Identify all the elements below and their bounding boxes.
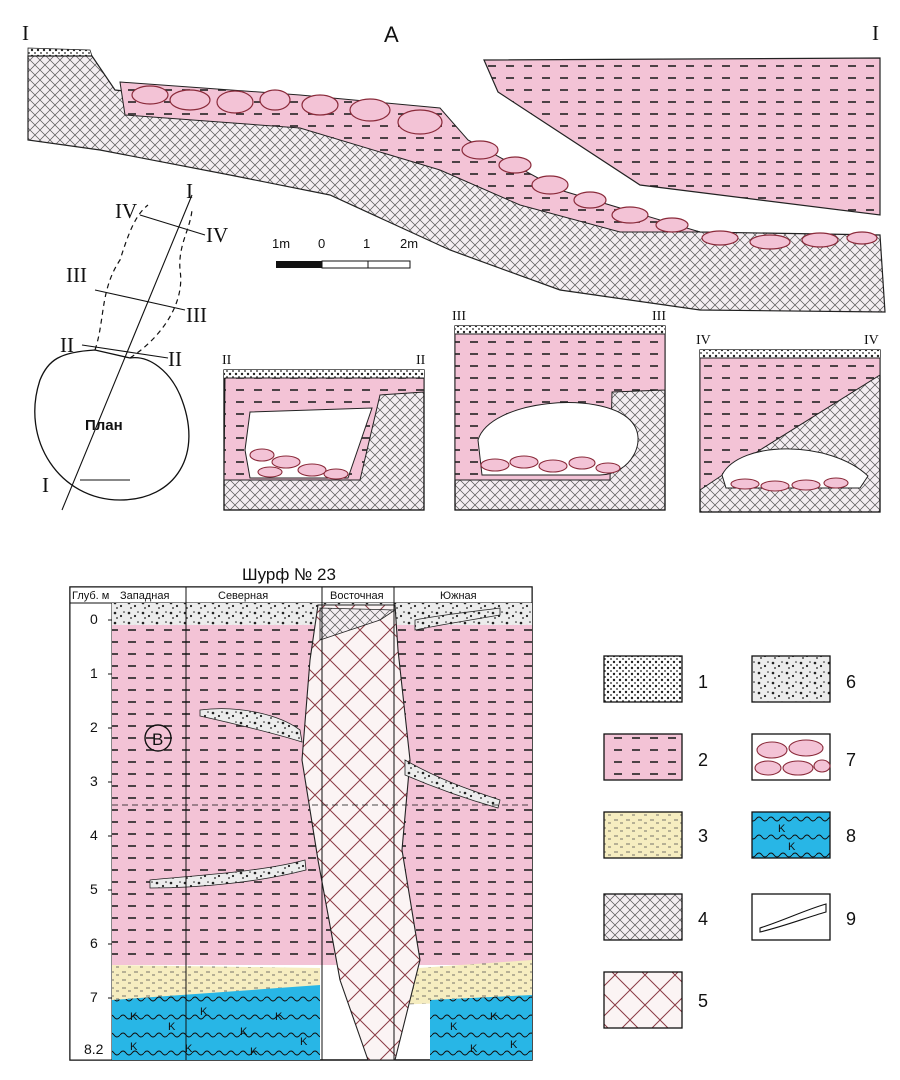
depth-7: 7 [90,989,98,1005]
legend-item-1: 1 [603,655,708,703]
profile-right-label: I [872,21,879,45]
legend-item-3: 3 [603,811,708,859]
legend-item-4: 4 [603,893,708,941]
surface-rubble [27,47,93,57]
svg-text:K: K [490,1011,498,1023]
svg-text:K: K [168,1021,176,1033]
wall-east: Восточная [330,590,384,602]
legend-glyph-8a: K [778,823,786,835]
plan-label-ii-right: II [168,347,182,371]
svg-text:K: K [130,1041,138,1053]
section-iii-right: III [652,309,666,324]
legend: 1 2 3 4 5 6 [603,655,856,1029]
depth-8-2: 8.2 [84,1041,104,1057]
legend-item-2: 2 [603,733,708,781]
legend-item-6: 6 [751,655,856,703]
svg-text:K: K [200,1006,208,1018]
svg-text:K: K [275,1011,283,1023]
svg-text:K: K [300,1036,308,1048]
rock-blocks-profile [131,85,878,250]
svg-text:K: K [450,1021,458,1033]
legend-item-7: 7 [751,733,856,781]
section-ii: II II [222,353,426,511]
section-iii-left: III [452,309,466,324]
shaft-title: Шурф № 23 [242,565,336,584]
depth-3: 3 [90,773,98,789]
plan-label-i-top: I [186,179,193,203]
scale-bar: 1m 0 1 2m [272,236,418,269]
depth-2: 2 [90,719,98,735]
svg-text:K: K [185,1043,193,1055]
section-a-label: A [384,22,399,47]
upper-right-sediment [483,57,881,216]
shaft-marker: B [152,730,163,749]
depth-5: 5 [90,881,98,897]
legend-num-3: 3 [698,826,708,846]
depth-4: 4 [90,827,98,843]
scale-2m: 2m [400,236,418,251]
plan-label: План [85,417,123,434]
plan-label-iv-right: IV [206,223,228,247]
plan-view: I I II II III III IV IV План [34,179,228,511]
plan-axis-line [61,194,193,511]
legend-glyph-8b: K [788,841,796,853]
scale-1m: 1m [272,236,290,251]
depth-0: 0 [90,611,98,627]
svg-text:K: K [240,1026,248,1038]
depth-scale: 0 1 2 3 4 5 6 7 8.2 [84,611,112,1057]
plan-label-iii-left: III [66,263,87,287]
svg-text:K: K [510,1039,518,1051]
section-ii-left: II [222,353,232,368]
profile-left-label: I [22,21,29,45]
svg-text:K: K [250,1046,258,1058]
wall-north: Северная [218,590,268,602]
section-iv-right: IV [864,333,879,348]
legend-item-8: K K 8 [751,811,856,859]
scale-1: 1 [363,236,370,251]
legend-num-1: 1 [698,672,708,692]
cave-sediment [119,81,701,233]
scale-0: 0 [318,236,325,251]
wall-west: Западная [120,590,169,602]
svg-text:K: K [470,1043,478,1055]
legend-num-2: 2 [698,750,708,770]
shaft-marker-circle [144,724,172,752]
plan-label-ii-left: II [60,333,74,357]
shaft-section: Шурф № 23 Глуб. м Западная Северная Вост… [69,565,533,1061]
legend-num-8: 8 [846,826,856,846]
legend-num-6: 6 [846,672,856,692]
karst-fissure [301,604,421,1061]
plan-outline [34,349,190,501]
legend-item-9: 9 [751,893,856,941]
plan-label-i-bottom: I [42,473,49,497]
section-ii-right: II [416,353,426,368]
depth-6: 6 [90,935,98,951]
profile-section: I A I [22,21,886,313]
legend-num-9: 9 [846,909,856,929]
depth-1: 1 [90,665,98,681]
section-iii: III III [452,309,666,511]
section-iv-left: IV [696,333,711,348]
svg-text:K: K [130,1011,138,1023]
plan-label-iii-right: III [186,303,207,327]
depth-header: Глуб. м [72,590,109,602]
plan-label-iv-left: IV [115,199,137,223]
legend-num-4: 4 [698,909,708,929]
section-iv: IV IV [696,333,881,513]
legend-num-7: 7 [846,750,856,770]
legend-num-5: 5 [698,991,708,1011]
legend-item-5: 5 [603,971,708,1029]
wall-south: Южная [440,590,477,602]
